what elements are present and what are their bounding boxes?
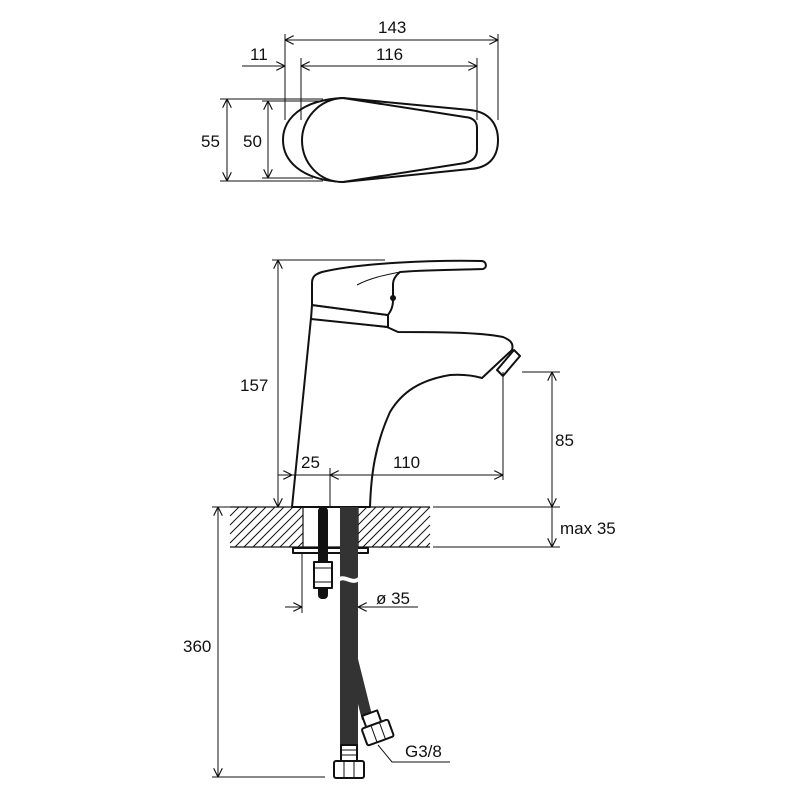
side-view: 157 85 25 110 max 35 ø 35 360 G3/8 bbox=[183, 259, 616, 779]
stud-nut bbox=[313, 561, 333, 589]
hatch-line bbox=[229, 506, 258, 535]
dim-label-25: 25 bbox=[301, 453, 320, 472]
hatch-line bbox=[425, 542, 431, 548]
hatch-line bbox=[357, 506, 395, 544]
hatch-line bbox=[380, 506, 422, 548]
hatch-line bbox=[357, 506, 377, 526]
hatch-line bbox=[416, 533, 431, 548]
hatch-line bbox=[288, 532, 304, 548]
dim-label-diameter: ø 35 bbox=[376, 589, 410, 608]
hatch-line bbox=[270, 514, 304, 548]
dim-label-11: 11 bbox=[250, 45, 268, 64]
hatch-line bbox=[252, 506, 294, 548]
thread-leader bbox=[377, 744, 450, 763]
dim-label-116: 116 bbox=[376, 45, 403, 64]
dim-label-85: 85 bbox=[555, 431, 574, 450]
hatch-line bbox=[407, 524, 431, 548]
hatch-line bbox=[234, 506, 276, 548]
hatch-line bbox=[297, 541, 304, 548]
hatch-line bbox=[357, 506, 386, 535]
countertop-section bbox=[229, 506, 431, 548]
supply-hose bbox=[340, 507, 358, 747]
hose-nut-bottom bbox=[333, 760, 365, 779]
hatch-line bbox=[357, 506, 368, 517]
handle-pivot bbox=[390, 295, 396, 301]
faucet-body bbox=[291, 317, 514, 508]
dim-label-50: 50 bbox=[243, 132, 262, 151]
hatch-line bbox=[261, 506, 303, 548]
handle-lever-outline bbox=[301, 97, 478, 183]
dim-label-157: 157 bbox=[240, 376, 268, 395]
hatch-line bbox=[371, 506, 413, 548]
dim-label-55: 55 bbox=[201, 132, 220, 151]
hatch-line bbox=[279, 523, 304, 548]
dim-label-max35: max 35 bbox=[560, 519, 616, 538]
dim-label-143: 143 bbox=[378, 18, 406, 37]
hatch-line bbox=[243, 506, 285, 548]
hatch-line bbox=[398, 515, 431, 548]
dim-label-360: 360 bbox=[183, 637, 211, 656]
dim-label-thread: G3/8 bbox=[405, 742, 442, 761]
mounting-plate bbox=[292, 547, 369, 554]
hatch-line bbox=[229, 506, 249, 526]
hatch-line bbox=[389, 506, 431, 548]
hatch-line bbox=[229, 506, 240, 517]
hatch-line bbox=[362, 506, 404, 548]
dim-label-110: 110 bbox=[393, 453, 420, 472]
hatch-line bbox=[229, 506, 267, 544]
aerator bbox=[496, 349, 521, 377]
top-view: 143 11 116 55 50 bbox=[201, 18, 499, 183]
faucet-handle bbox=[311, 259, 487, 316]
